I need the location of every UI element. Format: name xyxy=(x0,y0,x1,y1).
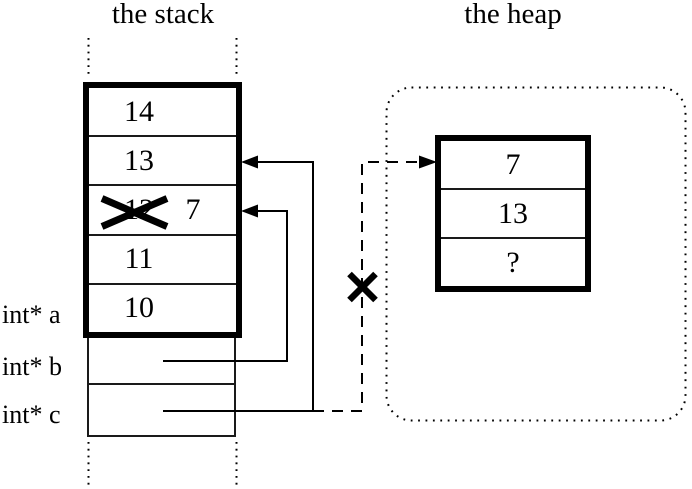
pointer-label-b: int* b xyxy=(2,352,62,381)
stack-cell-value: 10 xyxy=(124,291,154,325)
dangling-pointer-dashed-line xyxy=(313,161,421,412)
pointer-b-arrowhead-icon xyxy=(241,204,258,218)
stack-cell-value: 11 xyxy=(124,242,154,276)
stack-cell-new-value: 7 xyxy=(185,193,201,226)
pointer-row-b xyxy=(89,338,234,385)
stack-cell-crossed: 12 7 xyxy=(89,186,236,236)
stack-frame-box: 14 13 12 7 11 10 xyxy=(83,82,242,338)
stack-cell: 10 xyxy=(89,285,236,332)
heap-cell: 7 xyxy=(441,141,585,190)
stack-cell: 13 xyxy=(89,137,236,187)
heap-cell: ? xyxy=(506,245,520,279)
stack-cell-value: 14 xyxy=(124,94,154,128)
heap-title: the heap xyxy=(464,0,562,30)
stack-pointer-rows xyxy=(87,338,236,437)
stack-cell: 14 xyxy=(89,88,236,138)
pointer-row-c xyxy=(89,385,234,435)
stack-cell: 11 xyxy=(89,236,236,285)
heap-cell: 13 xyxy=(441,190,585,239)
stack-cell-old-value: 12 xyxy=(124,193,154,226)
heap-block-box: 7 13 ? xyxy=(435,135,591,292)
stack-cell-value: 13 xyxy=(124,143,154,177)
stack-title: the stack xyxy=(111,0,215,30)
cross-out-pointer-icon xyxy=(347,271,378,303)
pointer-c-arrowhead-icon xyxy=(241,155,258,169)
cross-out-pointer-icon xyxy=(347,271,378,303)
pointer-label-a: int* a xyxy=(2,300,61,329)
pointer-label-c: int* c xyxy=(2,400,61,429)
